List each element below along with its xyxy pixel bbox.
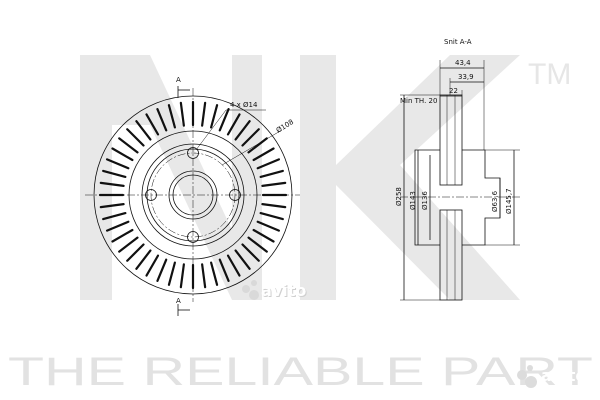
friction-ring-upper — [439, 94, 463, 186]
vent-slot — [226, 254, 241, 277]
vent-slot — [102, 169, 127, 178]
section-view: Snit A-A 43,4 33,9 22 Min TH. 20 Ø258 Ø1… — [395, 38, 520, 301]
dia-bore: Ø63,6 — [491, 190, 499, 212]
vent-slot — [179, 263, 185, 289]
vent-slot — [167, 261, 176, 286]
bolt-holes-label: 4 x Ø14 — [230, 101, 258, 109]
vent-slot — [256, 220, 281, 232]
vent-slot — [111, 147, 134, 162]
section-marker-top: A — [176, 76, 181, 84]
front-view: A A 4 x Ø14 Ø108 — [85, 76, 300, 316]
vent-slot — [135, 120, 152, 141]
vent-slot — [247, 236, 268, 253]
vent-slot — [126, 243, 145, 262]
vent-slot — [201, 101, 207, 127]
vent-slot — [179, 101, 185, 127]
vent-slot — [145, 254, 160, 277]
vent-slot — [241, 243, 260, 262]
vent-slot — [126, 128, 145, 147]
vent-slot — [111, 228, 134, 243]
hat-face — [414, 149, 440, 246]
vent-slot — [135, 249, 152, 270]
trademark-mark: TM — [528, 58, 571, 91]
vent-slot — [210, 261, 219, 286]
vent-slot — [156, 107, 168, 132]
section-title: Snit A-A — [444, 38, 472, 46]
width-overall: 43,4 — [455, 59, 471, 67]
vent-slot — [259, 169, 284, 178]
vent-slot — [252, 147, 275, 162]
vent-slot — [252, 228, 275, 243]
avito-corner-label: avito — [541, 366, 586, 385]
vent-slot — [105, 158, 130, 170]
vent-slot — [218, 258, 230, 283]
vent-slot — [210, 104, 219, 129]
vent-slot — [99, 181, 125, 187]
min-thickness: Min TH. 20 — [400, 97, 437, 105]
vent-slot — [241, 128, 260, 147]
vent-slot — [156, 258, 168, 283]
dia-hat-height: Ø145,7 — [505, 188, 513, 214]
vent-slot — [102, 212, 127, 221]
slogan-watermark: THE RELIABLE PART — [8, 350, 593, 394]
vent-slot — [259, 212, 284, 221]
friction-ring-lower — [439, 209, 463, 301]
vent-slot — [226, 113, 241, 136]
vent-slot — [105, 220, 130, 232]
width-disc: 22 — [449, 87, 458, 95]
bolt-circle-label: Ø108 — [275, 118, 295, 135]
nk-logo-watermark — [80, 55, 520, 300]
vent-slot — [261, 181, 287, 187]
vent-slot — [118, 137, 139, 154]
vent-slot — [234, 249, 251, 270]
vent-slot — [99, 203, 125, 209]
vent-slot — [118, 236, 139, 253]
vent-slot — [261, 203, 287, 209]
avito-watermark: avito avito — [242, 280, 307, 301]
vent-slot — [234, 120, 251, 141]
avito-label: avito — [261, 281, 306, 300]
dia-hat-outer: Ø143 — [409, 191, 417, 210]
vent-slot — [201, 263, 207, 289]
dia-outer: Ø258 — [395, 187, 403, 206]
width-hat: 33,9 — [458, 73, 474, 81]
section-marker-bottom: A — [176, 297, 181, 305]
avito-corner-badge: avito — [517, 365, 586, 388]
avito-label-shadow: avito — [262, 282, 307, 301]
vent-slot — [218, 107, 230, 132]
vent-slot — [167, 104, 176, 129]
vent-slot — [256, 158, 281, 170]
dia-hat-inner: Ø136 — [421, 191, 429, 210]
vent-slot — [145, 113, 160, 136]
